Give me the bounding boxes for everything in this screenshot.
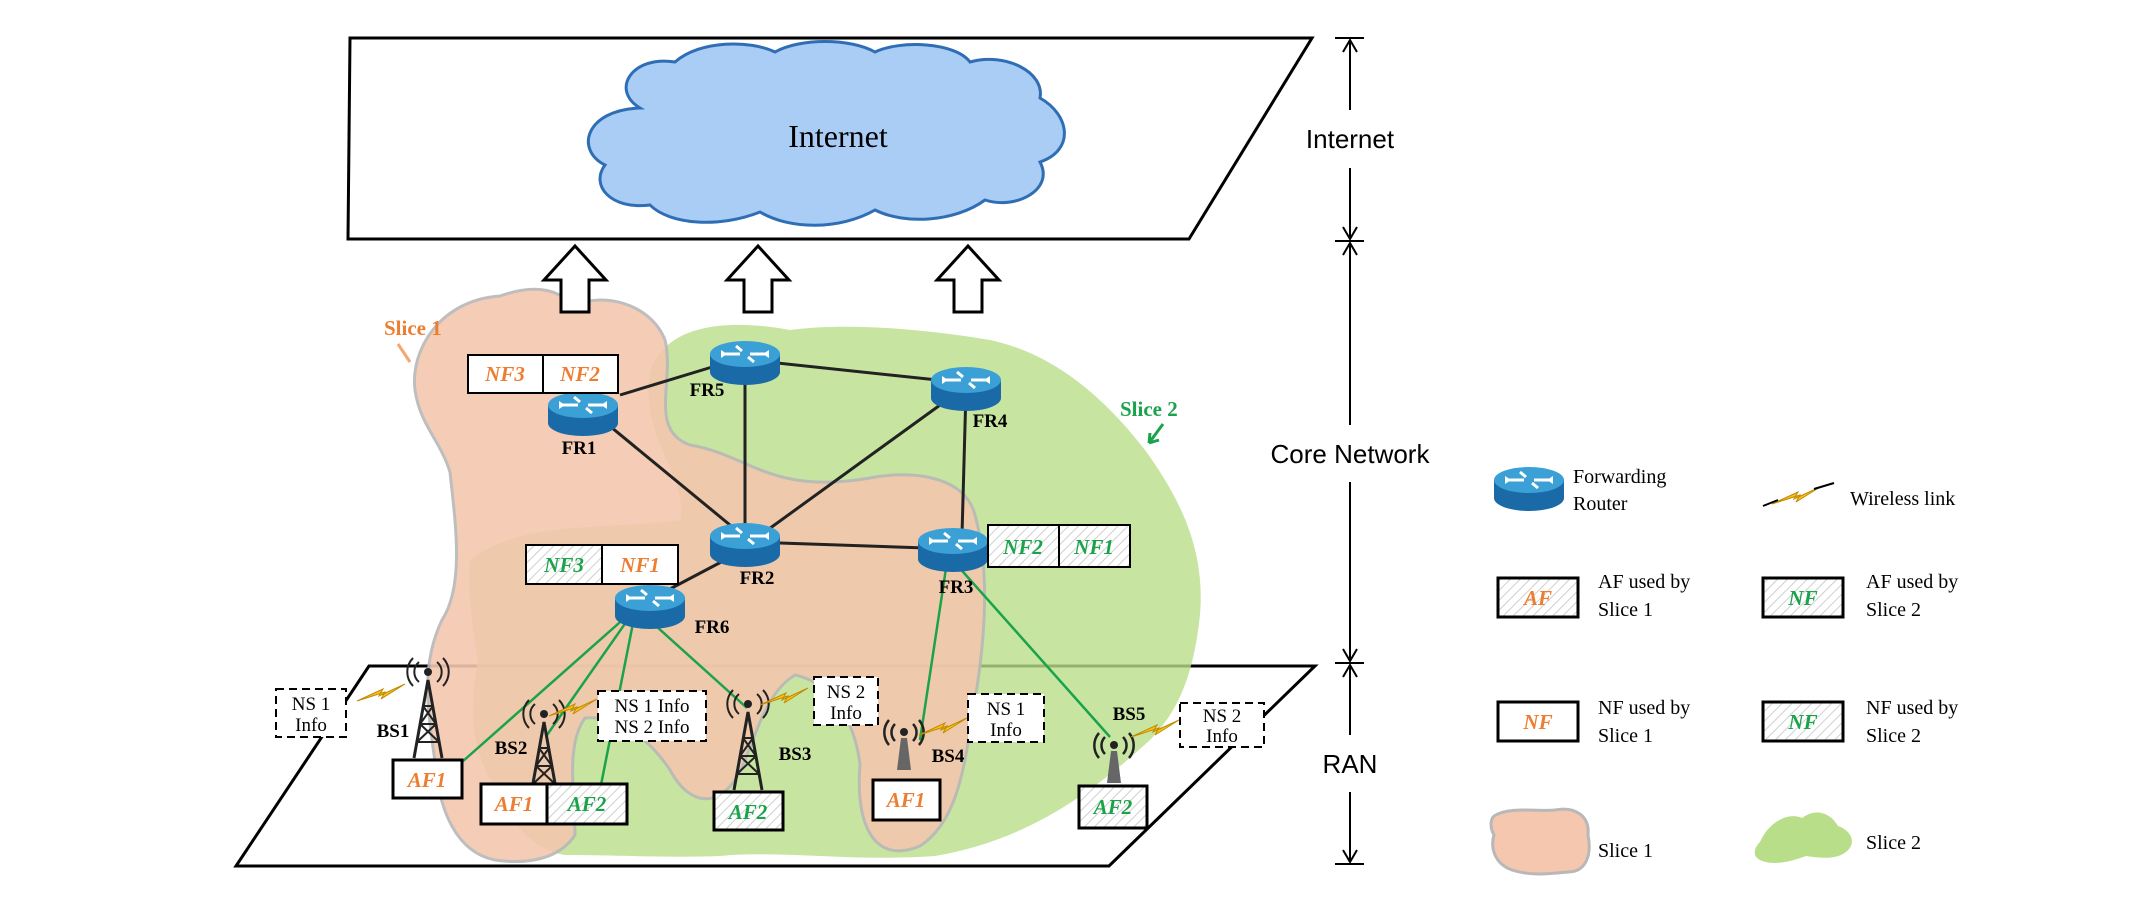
router-fr6-label: FR6 [695, 617, 730, 638]
info-box-bs5 [1179, 702, 1265, 748]
bs2-label: BS2 [495, 738, 528, 759]
legend-slice2-label: Slice 2 [1866, 832, 1921, 854]
info-box-bs4 [967, 693, 1045, 743]
legend-nf2-line1: NF used by [1866, 697, 1958, 719]
legend-nf2-symbol: NF [1787, 710, 1817, 734]
info-bs2-line1: NS 1 Info [615, 696, 690, 717]
nf-label-fr3-nf1: NF1 [1073, 535, 1114, 559]
router-fr2-label: FR2 [740, 568, 775, 589]
legend-af2-box [1761, 576, 1845, 619]
info-box-bs3 [813, 676, 879, 726]
legend-af2-line1: AF used by [1866, 571, 1958, 593]
router-fr4-icon [929, 365, 1003, 413]
nf-box-fr2-nf1 [601, 544, 679, 585]
legend-wireless-line-2 [1813, 482, 1835, 490]
af-box-bs2-af2 [545, 782, 629, 826]
nf-label-fr1-nf2: NF2 [559, 362, 600, 386]
uplink-arrow-1 [540, 243, 610, 314]
legend: Forwarding Router Wireless link AF NF NF… [1489, 465, 1958, 876]
info-box-bs2 [597, 690, 707, 742]
af-label-bs4: AF1 [885, 788, 926, 812]
legend-wireless-line [1762, 499, 1779, 507]
router-fr6-icon [613, 583, 687, 631]
uplink-arrow-3 [933, 243, 1003, 314]
legend-router-line2: Router [1573, 493, 1628, 515]
legend-af1-line1: AF used by [1598, 571, 1690, 593]
info-bs1-line2: Info [295, 715, 327, 736]
info-bs5-line1: NS 2 [1203, 706, 1242, 727]
legend-nf1-line2: Slice 1 [1598, 725, 1653, 747]
legend-af2-symbol: NF [1787, 586, 1817, 610]
legend-nf1-symbol: NF [1522, 710, 1552, 734]
bs5-label: BS5 [1113, 704, 1146, 725]
af-label-bs3: AF2 [727, 800, 768, 824]
layer-dimension-lines [1335, 37, 1364, 865]
internet-cloud [587, 40, 1066, 227]
info-bs1-line1: NS 1 [292, 694, 331, 715]
router-fr3-icon [916, 526, 990, 574]
af-label-bs1: AF1 [406, 768, 447, 792]
af-box-bs1 [391, 758, 464, 800]
slice1-label: Slice 1 [384, 316, 442, 340]
af-box-bs3 [712, 790, 785, 832]
info-bs3-line1: NS 2 [827, 682, 866, 703]
af-label-bs5: AF2 [1092, 795, 1133, 819]
legend-nf2-line2: Slice 2 [1866, 725, 1921, 747]
layer-label-internet: Internet [1306, 124, 1395, 154]
router-fr2-icon [708, 521, 782, 569]
info-bs5-line2: Info [1206, 726, 1238, 747]
nf-label-fr2-nf1: NF1 [619, 553, 660, 577]
slice2-label: Slice 2 [1120, 397, 1178, 421]
legend-af1-box [1496, 576, 1580, 619]
nf-label-fr2-nf3: NF3 [543, 553, 584, 577]
internet-cloud-label: Internet [788, 118, 888, 154]
af-box-bs5 [1077, 784, 1149, 830]
legend-af2-line2: Slice 2 [1866, 599, 1921, 621]
layer-label-ran: RAN [1323, 749, 1378, 779]
uplink-arrow-2 [723, 243, 793, 314]
legend-router-icon [1492, 465, 1566, 513]
legend-wireless-label: Wireless link [1850, 488, 1955, 510]
af-label-bs2-af2: AF2 [566, 792, 607, 816]
layer-label-core: Core Network [1271, 439, 1431, 469]
info-bs3-line2: Info [830, 703, 862, 724]
legend-nf1-line1: NF used by [1598, 697, 1690, 719]
af-box-bs4 [871, 778, 942, 822]
nf-box-fr3-nf1 [1058, 524, 1131, 568]
router-fr3-label: FR3 [939, 577, 974, 598]
legend-wireless-icon [1771, 486, 1821, 505]
router-fr1-icon [546, 390, 620, 438]
info-box-bs1 [275, 688, 347, 738]
legend-router-line1: Forwarding [1573, 466, 1666, 488]
router-fr1-label: FR1 [562, 438, 597, 459]
legend-af1-symbol: AF [1522, 586, 1552, 610]
legend-af1-line2: Slice 1 [1598, 599, 1653, 621]
legend-nf1-box [1496, 700, 1580, 743]
router-fr5-label: FR5 [690, 380, 725, 401]
nf-box-fr1-nf2 [542, 354, 619, 394]
slice2-pointer [1147, 423, 1165, 445]
bs4-label: BS4 [932, 746, 965, 767]
legend-nf2-box [1761, 700, 1845, 743]
af-label-bs2-af1: AF1 [493, 792, 534, 816]
bs3-label: BS3 [779, 744, 812, 765]
nf-label-fr3-nf2: NF2 [1002, 535, 1043, 559]
router-fr4-label: FR4 [973, 411, 1008, 432]
info-bs2-line2: NS 2 Info [615, 717, 690, 738]
info-bs4-line2: Info [990, 720, 1022, 741]
legend-slice1-label: Slice 1 [1598, 840, 1653, 862]
legend-slice2-swatch [1754, 812, 1852, 863]
legend-slice1-swatch [1489, 807, 1591, 876]
bs1-label: BS1 [377, 721, 410, 742]
info-bs4-line1: NS 1 [987, 699, 1026, 720]
router-fr5-icon [708, 339, 782, 387]
slice1-pointer [396, 343, 412, 363]
nf-label-fr1-nf3: NF3 [484, 362, 525, 386]
